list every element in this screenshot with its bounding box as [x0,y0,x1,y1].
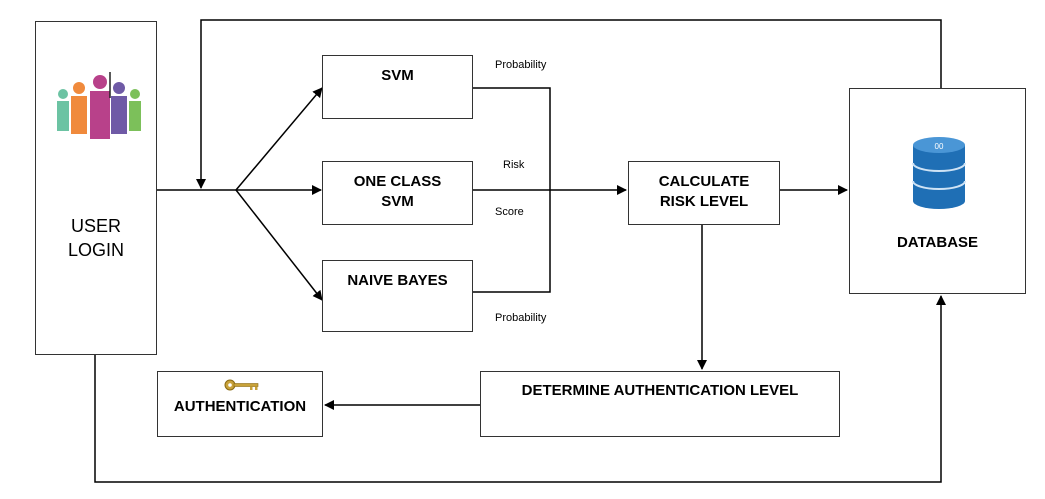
svm-box [322,55,473,119]
database-icon: 00 [911,135,967,211]
edge-label-top-probability: Probability [495,59,547,71]
key-icon [224,378,260,392]
one-class-svm-label: ONE CLASS SVM [353,173,442,210]
user-login-label: USER LOGIN [67,216,124,260]
svm-label: SVM [381,67,414,84]
edge-label-risk: Risk [503,159,525,171]
calculate-risk-box [628,161,780,225]
svg-text:00: 00 [935,142,944,151]
naive-bayes-label: NAIVE BAYES [347,272,448,289]
edge-fork-to-svm [235,87,323,191]
people-group-icon [55,70,145,145]
naive-bayes-box [322,260,473,332]
edge-label-bottom-probability: Probability [495,312,547,324]
edge-fork-to-naivebayes [235,189,323,301]
edge-svm-output [473,87,551,190]
authentication-label: AUTHENTICATION [173,398,307,415]
edge-database-feedback [196,19,942,189]
determine-auth-label: DETERMINE AUTHENTICATION LEVEL [521,382,799,399]
database-label: DATABASE [896,234,979,251]
authentication-box [157,371,323,437]
edge-naivebayes-output [473,190,551,293]
edge-label-score: Score [495,206,524,218]
calculate-risk-label: CALCULATE RISK LEVEL [658,173,750,210]
edge-login-to-database [94,295,946,483]
determine-auth-box [480,371,840,437]
one-class-svm-box [322,161,473,225]
